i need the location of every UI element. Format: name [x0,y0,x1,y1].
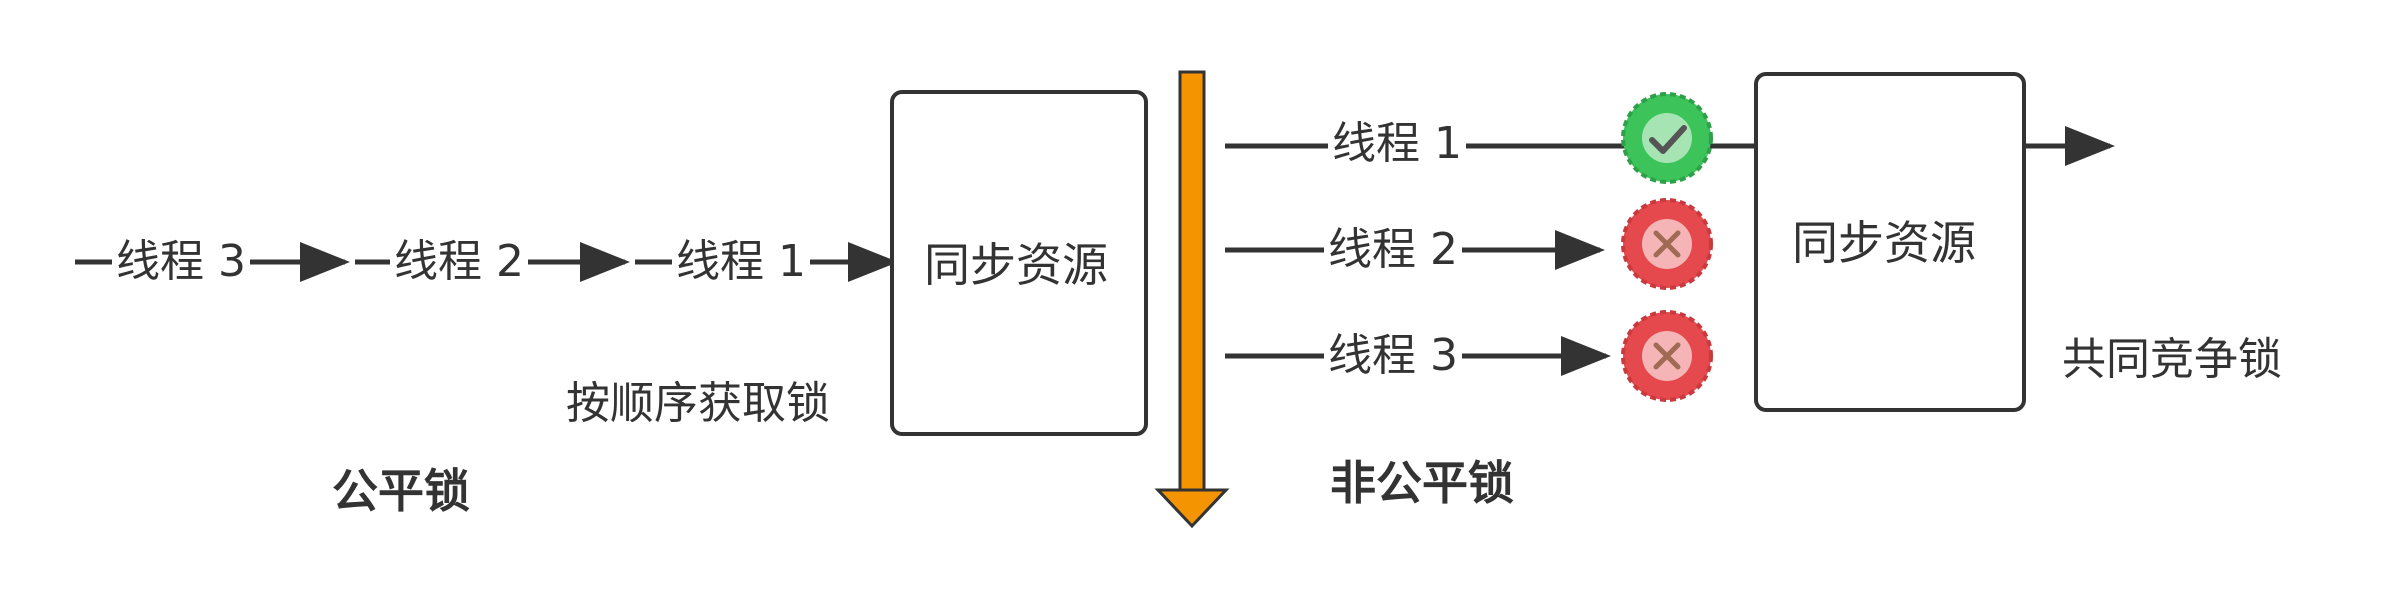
unfair-resource-label: 同步资源 [1792,216,1976,270]
unfair-note: 共同竞争锁 [2062,334,2282,385]
fair-note: 按顺序获取锁 [566,378,830,429]
fair-thread-label: 线程 1 [672,240,810,284]
unfair-lock-title: 非公平锁 [1330,456,1514,510]
fair-thread-label: 线程 3 [112,240,250,284]
fair-resource-box [890,90,1148,436]
unfair-resource-box [1754,72,2026,412]
unfair-thread-label: 线程 2 [1324,228,1462,272]
unfair-thread-label: 线程 3 [1324,334,1462,378]
cross-circle-icon [1621,198,1713,290]
check-circle-icon [1621,92,1713,184]
fair-resource-label: 同步资源 [924,238,1108,292]
unfair-thread-label: 线程 1 [1328,122,1466,166]
fair-lock-title: 公平锁 [332,464,470,518]
cross-circle-icon [1621,310,1713,402]
fair-thread-label: 线程 2 [390,240,528,284]
divider-arrow [1154,70,1230,529]
